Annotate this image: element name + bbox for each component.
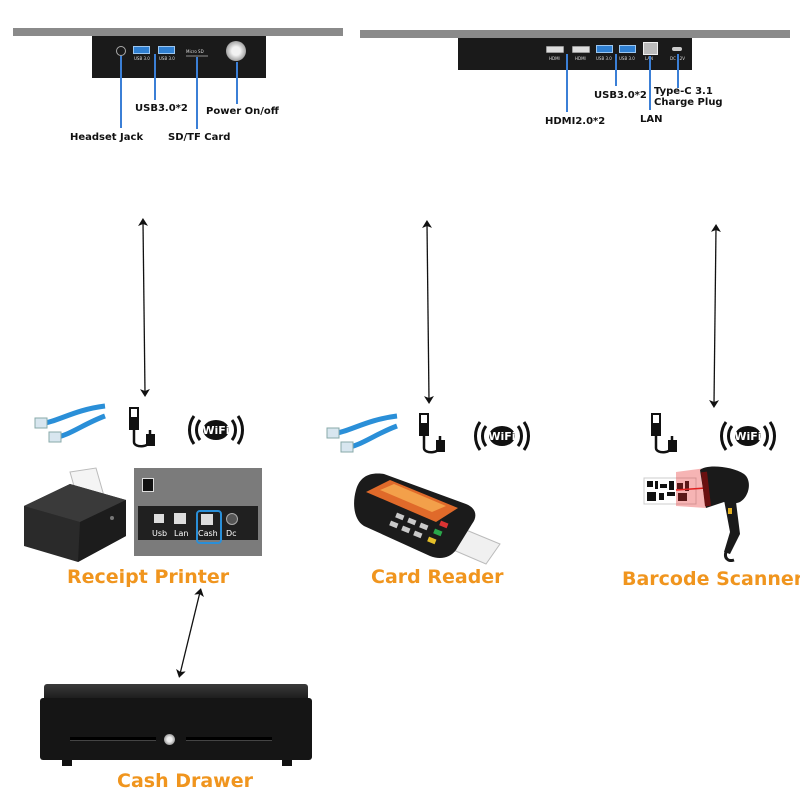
arrow-scanner xyxy=(709,224,721,408)
usb-right-label: USB3.0*2 xyxy=(594,90,647,101)
barcode-scanner-title: Barcode Scanner xyxy=(622,568,800,590)
card-reader-title: Card Reader xyxy=(371,566,504,588)
cash-drawer-lock xyxy=(164,734,175,745)
right-bezel xyxy=(360,30,790,38)
printer-cash-port xyxy=(201,514,213,525)
arrow-cash-drawer xyxy=(176,588,204,678)
usb-port-right-1-mark: USB 3.0 xyxy=(596,56,612,61)
svg-text:WiFi: WiFi xyxy=(202,424,229,437)
wifi-icon: WiFi xyxy=(473,421,531,451)
usb-port-right-1 xyxy=(596,45,613,53)
headset-jack-label: Headset Jack xyxy=(70,132,144,143)
printer-port-photo: Usb Lan Cash Dc xyxy=(134,468,262,556)
usb-left-label: USB3.0*2 xyxy=(135,103,188,114)
cash-drawer-title: Cash Drawer xyxy=(117,770,253,792)
usb-port-right-2 xyxy=(619,45,636,53)
usb-cable-icon xyxy=(129,407,155,448)
power-label: Power On/off xyxy=(206,106,279,117)
headset-callout-line xyxy=(120,56,122,128)
printer-dc-label: Dc xyxy=(226,529,237,538)
cash-drawer-slot-left xyxy=(70,737,156,741)
sd-card-label: SD/TF Card xyxy=(168,132,231,143)
sd-card-slot xyxy=(186,55,208,57)
headset-jack-port xyxy=(116,46,126,56)
printer-usb-label: Usb xyxy=(152,529,168,538)
lan-label: LAN xyxy=(640,114,663,125)
printer-usb-port xyxy=(154,514,164,523)
hdmi-port-1 xyxy=(546,46,564,53)
printer-cash-label: Cash xyxy=(198,529,218,538)
printer-lan-label: Lan xyxy=(174,529,189,538)
usb-callout-line xyxy=(154,54,156,100)
cash-drawer-front xyxy=(40,698,312,760)
power-button xyxy=(226,41,246,61)
hdmi-port-2-mark: HDMI xyxy=(575,56,586,61)
card-reader-image xyxy=(354,473,501,565)
svg-text:WiFi: WiFi xyxy=(734,430,761,443)
hdmi-callout-line xyxy=(566,54,568,112)
lan-cable-icon xyxy=(34,403,106,443)
printer-lan-port xyxy=(174,513,186,524)
usb-right-callout-line xyxy=(615,54,617,86)
wifi-icon: WiFi xyxy=(719,421,777,451)
lan-port xyxy=(643,42,658,55)
power-callout-line xyxy=(236,62,238,104)
hdmi-label: HDMI2.0*2 xyxy=(545,116,606,127)
usb-port-left-1-mark: USB 3.0 xyxy=(134,56,150,61)
svg-text:WiFi: WiFi xyxy=(488,430,515,443)
sd-callout-line xyxy=(196,57,198,129)
left-bezel xyxy=(13,28,343,36)
receipt-printer-title: Receipt Printer xyxy=(67,566,230,588)
typec-callout-line xyxy=(677,54,679,88)
cash-drawer-foot-right xyxy=(282,760,292,766)
typec-port xyxy=(672,47,682,51)
barcode-scanner-image xyxy=(643,466,749,562)
usb-cable-icon xyxy=(419,413,445,454)
printer-power-switch xyxy=(142,478,154,492)
usb-port-right-2-mark: USB 3.0 xyxy=(619,56,635,61)
cash-drawer-slot-right xyxy=(186,737,272,741)
usb-port-left-1 xyxy=(133,46,150,54)
printer-dc-port xyxy=(226,513,238,525)
lan-callout-line xyxy=(649,56,651,110)
wifi-icon: WiFi xyxy=(187,415,245,445)
sd-port-mark: Micro SD xyxy=(186,49,204,54)
printer-cash-port-highlight xyxy=(196,510,222,544)
cash-drawer-top xyxy=(44,684,308,700)
hdmi-port-1-mark: HDMI xyxy=(549,56,560,61)
usb-cable-icon xyxy=(651,413,677,454)
hdmi-port-2 xyxy=(572,46,590,53)
lan-cable-icon xyxy=(326,413,398,453)
arrow-card-reader xyxy=(422,220,434,404)
arrow-printer xyxy=(138,218,150,397)
barcode-label-graphic xyxy=(643,477,697,505)
usb-port-left-2 xyxy=(158,46,175,54)
usb-port-left-2-mark: USB 3.0 xyxy=(159,56,175,61)
cash-drawer-foot-left xyxy=(62,760,72,766)
typec-label: Type-C 3.1 Charge Plug xyxy=(654,86,723,108)
receipt-printer-image xyxy=(24,467,126,562)
